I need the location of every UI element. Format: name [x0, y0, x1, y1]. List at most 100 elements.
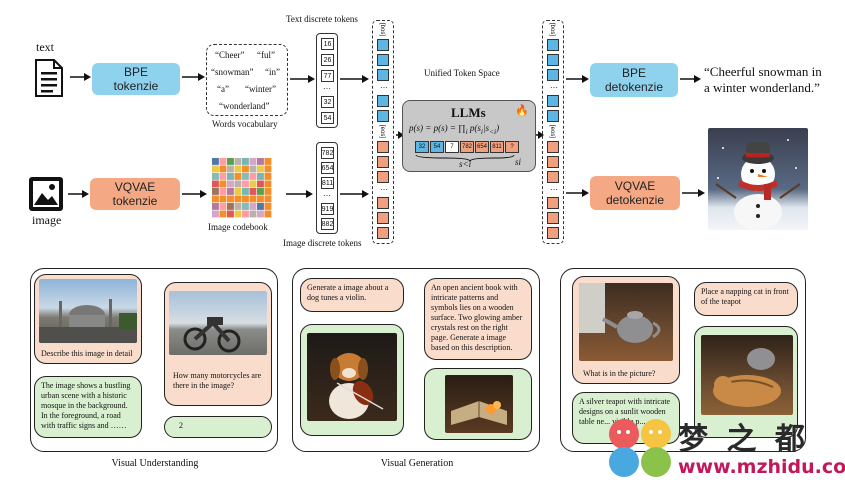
- s-i-label: si: [515, 157, 522, 167]
- codebook-cell: [249, 195, 257, 203]
- mosque-illustration: [39, 299, 137, 343]
- codebook-cell: [249, 188, 257, 195]
- cat-teapot-image: [701, 335, 793, 415]
- third-prompt: Place a napping cat in front of the teap…: [701, 287, 789, 306]
- codebook-cell: [234, 180, 242, 188]
- arrow: [290, 75, 315, 83]
- text-token-square: [377, 39, 389, 51]
- codebook-cell: [242, 210, 249, 218]
- image-token: 882: [321, 218, 334, 230]
- image-editing-panel: [560, 268, 806, 452]
- teapot-photo: [579, 283, 673, 361]
- watermark: 梦 之 都 www.mzhidu.com: [604, 414, 845, 482]
- codebook-cell: [249, 173, 257, 180]
- image-token-square: [547, 156, 559, 168]
- bos-token: [bos]: [379, 23, 385, 37]
- vqvae-detokenizer-box: VQVAE detokenzie: [590, 176, 680, 210]
- image-token-square: [377, 212, 389, 224]
- visual-understanding-panel: [30, 268, 278, 452]
- codebook-cell: [227, 165, 234, 173]
- input-sequence-column: [bos] … [eos] …: [372, 20, 394, 244]
- dog-violin-illustration: [329, 353, 384, 419]
- third-question: What is in the picture?: [583, 369, 656, 378]
- ancient-book-image: [445, 375, 513, 433]
- text-tokens-label: Text discrete tokens: [286, 14, 358, 24]
- codebook-cell: [264, 195, 272, 203]
- watermark-logo-icon: [609, 419, 671, 477]
- text-token-square: [377, 54, 389, 66]
- arrow: [286, 190, 313, 198]
- text-token: 77: [321, 70, 334, 82]
- arrow: [182, 190, 207, 198]
- codebook-cell: [227, 195, 234, 203]
- text-token-column: 16 26 77 … 32 54: [316, 33, 338, 128]
- arrow: [70, 73, 91, 81]
- codebook-cell: [219, 203, 227, 210]
- visual-understanding-caption: Visual Understanding: [111, 458, 199, 469]
- llm-sequence-token: 32: [415, 141, 429, 153]
- words-vocabulary-label: Words vocabulary: [212, 119, 278, 129]
- text-token: 54: [321, 112, 334, 124]
- codebook-cell: [242, 180, 249, 188]
- codebook-cell: [212, 195, 219, 203]
- codebook-cell: [234, 165, 242, 173]
- codebook-cell: [257, 203, 264, 210]
- codebook-cell: [257, 173, 264, 180]
- arrow: [682, 189, 705, 197]
- codebook-cell: [227, 188, 234, 195]
- snowman-illustration: [715, 139, 801, 230]
- text-token: 26: [321, 54, 334, 66]
- codebook-cell: [219, 195, 227, 203]
- image-tokens-label: Image discrete tokens: [283, 238, 362, 248]
- arrow: [396, 131, 404, 139]
- codebook-cell: [242, 165, 249, 173]
- prompt-bubble: An open ancient book with intricate patt…: [424, 278, 532, 360]
- teapot-illustration: [579, 283, 661, 343]
- codebook-cell: [234, 203, 242, 210]
- codebook-cell: [212, 165, 219, 173]
- llm-sequence-token: 54: [430, 141, 444, 153]
- answer-bubble: The image shows a bustling urban scene w…: [34, 376, 142, 438]
- codebook-cell: [219, 188, 227, 195]
- text-token: 16: [321, 38, 334, 50]
- image-token-square: [377, 141, 389, 153]
- llm-formula: p(s) = p(s) = ∏i p(si|s<i): [409, 123, 500, 136]
- codebook-cell: [249, 210, 257, 218]
- snowman-image: [708, 128, 808, 230]
- image-token-square: [377, 227, 389, 239]
- image-token-square: [547, 197, 559, 209]
- codebook-cell: [257, 165, 264, 173]
- question-bubble: How many motorcycles are there in the im…: [164, 282, 272, 406]
- codebook-cell: [264, 158, 272, 165]
- codebook-cell: [264, 188, 272, 195]
- understanding-answer-2: 2: [179, 421, 183, 430]
- vocab-word: “a”: [217, 84, 229, 94]
- codebook-cell: [227, 210, 234, 218]
- bpe-detokenizer-box: BPE detokenzie: [590, 63, 678, 97]
- generated-image-bubble: [424, 368, 532, 440]
- generated-image-bubble: [300, 324, 404, 436]
- text-token-square: [377, 110, 389, 122]
- text-token-square: [377, 69, 389, 81]
- urban-mosque-photo: [39, 279, 137, 343]
- vocab-word: “ful”: [257, 50, 275, 60]
- sequence-brace: [415, 154, 515, 162]
- codebook-cell: [257, 180, 264, 188]
- codebook-cell: [242, 203, 249, 210]
- codebook-cell: [264, 165, 272, 173]
- codebook-cell: [249, 203, 257, 210]
- codebook-cell: [219, 165, 227, 173]
- codebook-cell: [234, 188, 242, 195]
- generated-image-bubble: [694, 326, 798, 438]
- image-token-square: [377, 156, 389, 168]
- codebook-cell: [212, 158, 219, 165]
- arrow: [182, 73, 205, 81]
- codebook-cell: [249, 158, 257, 165]
- codebook-cell: [219, 180, 227, 188]
- codebook-cell: [242, 195, 249, 203]
- image-token-square: [547, 227, 559, 239]
- arrow: [566, 189, 589, 197]
- image-token-square: [547, 212, 559, 224]
- vocab-word: “snowman”: [211, 67, 254, 77]
- image-token: 654: [321, 162, 334, 174]
